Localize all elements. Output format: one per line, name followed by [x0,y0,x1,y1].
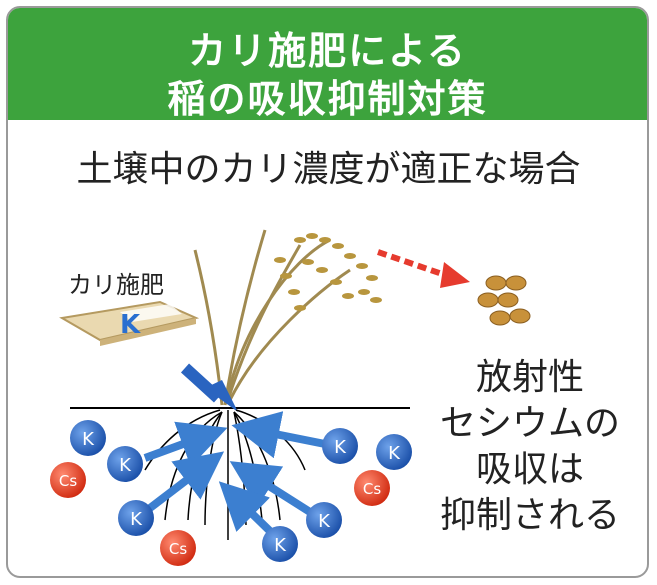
rice-plant-icon [193,229,351,406]
cesium-ion: Cs [160,530,196,566]
result-line-2: セシウムの [439,403,620,444]
header-title-line2: 稲の吸収抑制対策 [167,77,488,121]
potassium-ion: K [70,420,106,456]
cesium-ion: Cs [50,462,86,498]
roots-icon [144,409,306,540]
svg-text:K: K [388,443,401,464]
potassium-ion: K [118,500,154,536]
potassium-ion: K [107,446,143,482]
header-title-line1: カリ施肥による [188,29,467,73]
potassium-ion: K [306,502,342,538]
svg-text:K: K [119,455,132,476]
fertilizer-arrow-icon [180,363,238,412]
svg-text:K: K [130,509,143,530]
info-card: カリ施肥による 稲の吸収抑制対策 [6,6,649,578]
svg-text:Cs: Cs [363,480,381,498]
harvested-grains-icon [477,275,531,326]
potassium-ion: K [376,434,412,470]
svg-text:Cs: Cs [59,472,77,490]
svg-text:K: K [82,429,95,450]
dotted-arrow-icon [377,249,470,288]
result-line-1: 放射性 [475,357,584,398]
fertilizer-label: カリ施肥 [68,271,164,299]
svg-text:Cs: Cs [169,540,187,558]
rice-grains-icon [274,233,382,311]
result-text: 放射性 セシウムの 吸収は 抑制される [430,355,630,539]
cesium-ion: Cs [354,470,390,506]
potassium-ion: K [322,428,358,464]
result-line-4: 抑制される [439,495,620,536]
svg-text:K: K [274,535,287,556]
fertilizer-bag-symbol: K [120,310,141,340]
svg-text:K: K [334,437,347,458]
svg-text:K: K [318,511,331,532]
header-banner: カリ施肥による 稲の吸収抑制対策 [8,8,647,121]
potassium-ion: K [262,526,298,562]
result-line-3: 吸収は [475,449,584,490]
subtitle: 土壌中のカリ濃度が適正な場合 [76,149,581,190]
absorption-arrows [143,411,326,539]
fertilizer-bag-icon: K [59,300,200,346]
